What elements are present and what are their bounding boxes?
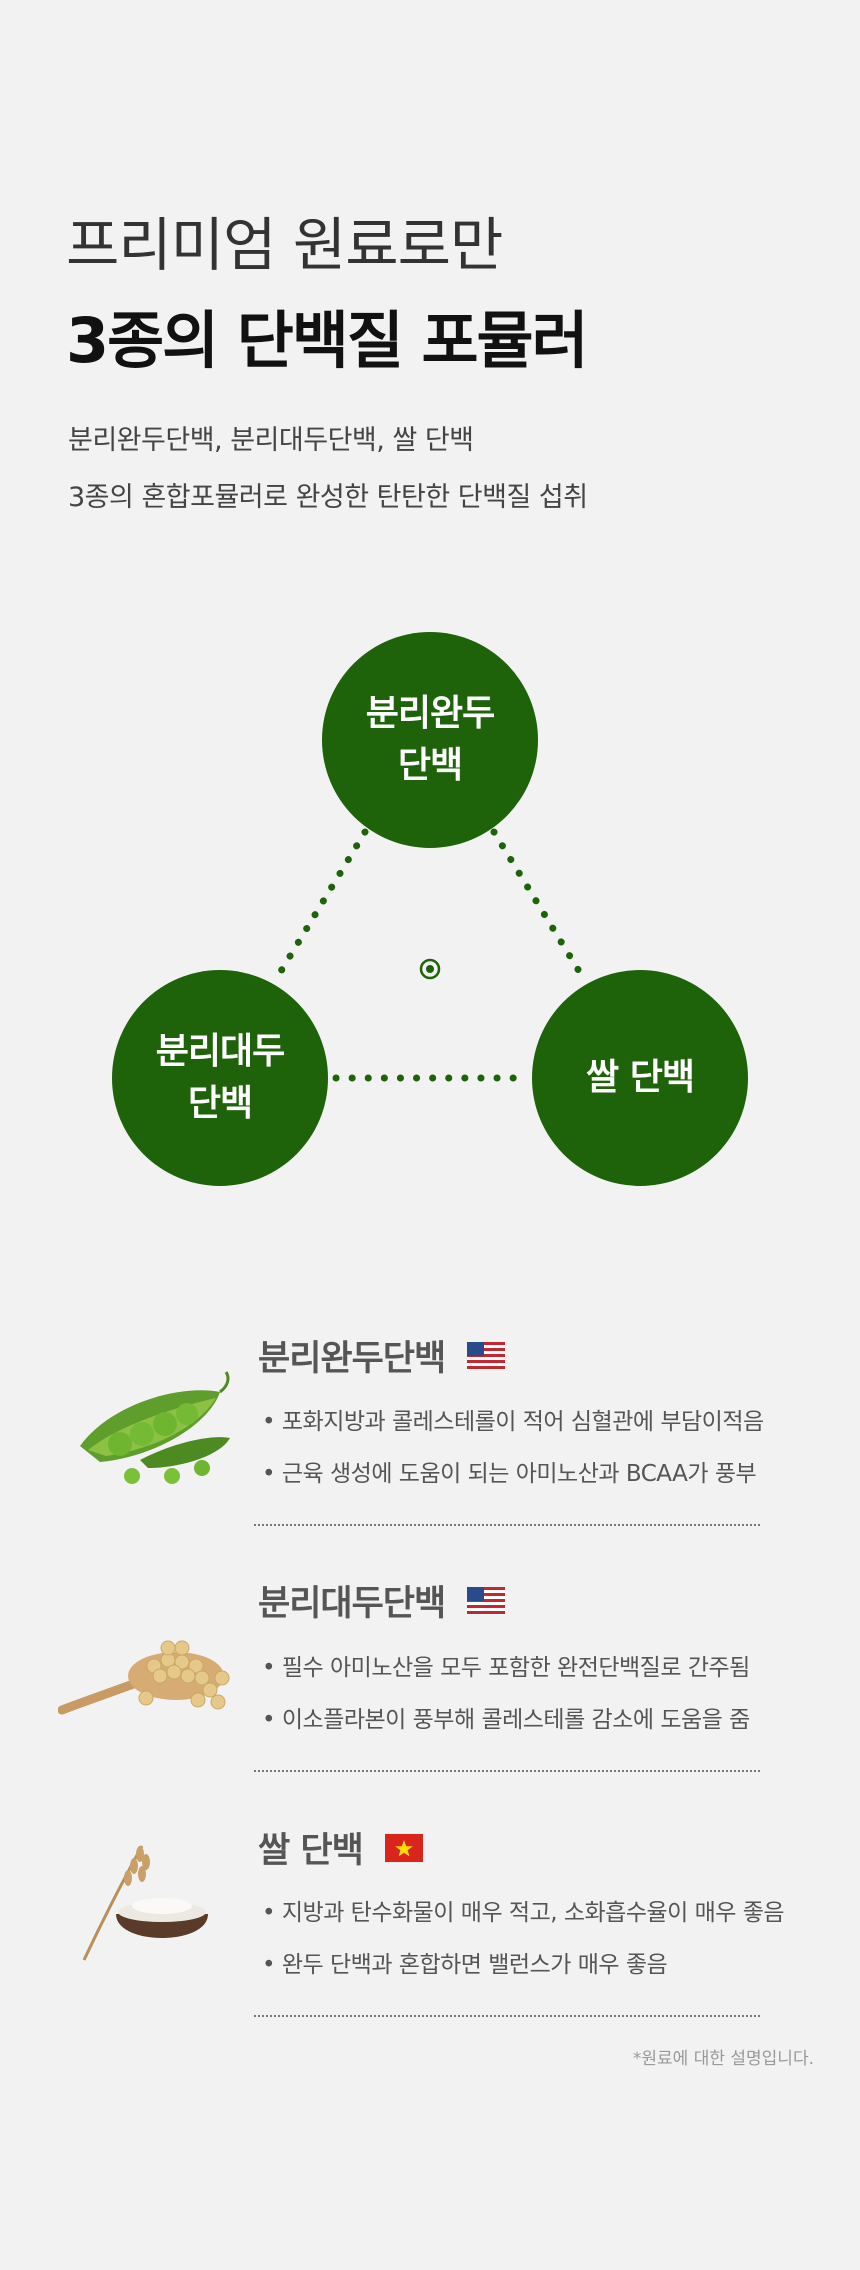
ingredient-bullet: • 이소플라본이 풍부해 콜레스테롤 감소에 도움을 줌 (262, 1707, 750, 1733)
footnote: *원료에 대한 설명입니다. (632, 2049, 814, 2069)
description-line-2: 3종의 혼합포뮬러로 완성한 탄탄한 단백질 섭취 (68, 482, 588, 513)
ingredient-bullet: • 포화지방과 콜레스테롤이 적어 심혈관에 부담이적음 (262, 1409, 764, 1435)
connector-top-right (490, 828, 586, 980)
circle-rice-protein-label: 쌀 단백 (586, 1057, 695, 1098)
title-light: 프리미엄 원료로만 (66, 211, 503, 279)
ingredient-bullet: • 지방과 탄수화물이 매우 적고, 소화흡수율이 매우 좋음 (262, 1900, 785, 1926)
connector-top-left (274, 828, 369, 980)
circle-rice-protein: 쌀 단백 (532, 970, 748, 1186)
protein-triangle-connectors (274, 828, 586, 1082)
circle-soy-protein-label: 분리대두 단백 (155, 1031, 285, 1124)
us-flag-icon (467, 1342, 506, 1370)
us-flag-icon (467, 1587, 506, 1615)
ingredient-name: 쌀 단백 (258, 1831, 364, 1871)
divider (254, 2015, 760, 2017)
green-pea-pod-image (80, 1371, 230, 1484)
ingredient-bullet: • 근육 생성에 도움이 되는 아미노산과 BCAA가 풍부 (262, 1461, 757, 1487)
ingredient-name: 분리대두단백 (258, 1584, 446, 1624)
description-line-1: 분리완두단백, 분리대두단백, 쌀 단백 (68, 425, 474, 456)
divider (254, 1524, 760, 1526)
ingredient-name: 분리완두단백 (258, 1339, 446, 1379)
circle-pea-protein-label: 분리완두 단백 (365, 693, 495, 786)
center-target-icon (419, 958, 441, 980)
ingredient-title-pea: 분리완두단백 (258, 1330, 506, 1381)
divider (254, 1770, 760, 1772)
ingredient-bullet: • 필수 아미노산을 모두 포함한 완전단백질로 간주됨 (262, 1655, 750, 1681)
circle-pea-protein: 분리완두 단백 (322, 632, 538, 848)
rice-flour-bowl-with-wheat-image (82, 1845, 208, 1961)
ingredient-title-rice: 쌀 단백 (258, 1822, 423, 1873)
vietnam-flag-icon (384, 1834, 423, 1862)
title-bold: 3종의 단백질 포뮬러 (66, 304, 589, 377)
ingredient-title-soy: 분리대두단백 (258, 1575, 506, 1626)
circle-soy-protein: 분리대두 단백 (112, 970, 328, 1186)
ingredient-bullet: • 완두 단백과 혼합하면 밸런스가 매우 좋음 (262, 1952, 668, 1978)
soybeans-on-wooden-spoon-image (58, 1640, 230, 1715)
